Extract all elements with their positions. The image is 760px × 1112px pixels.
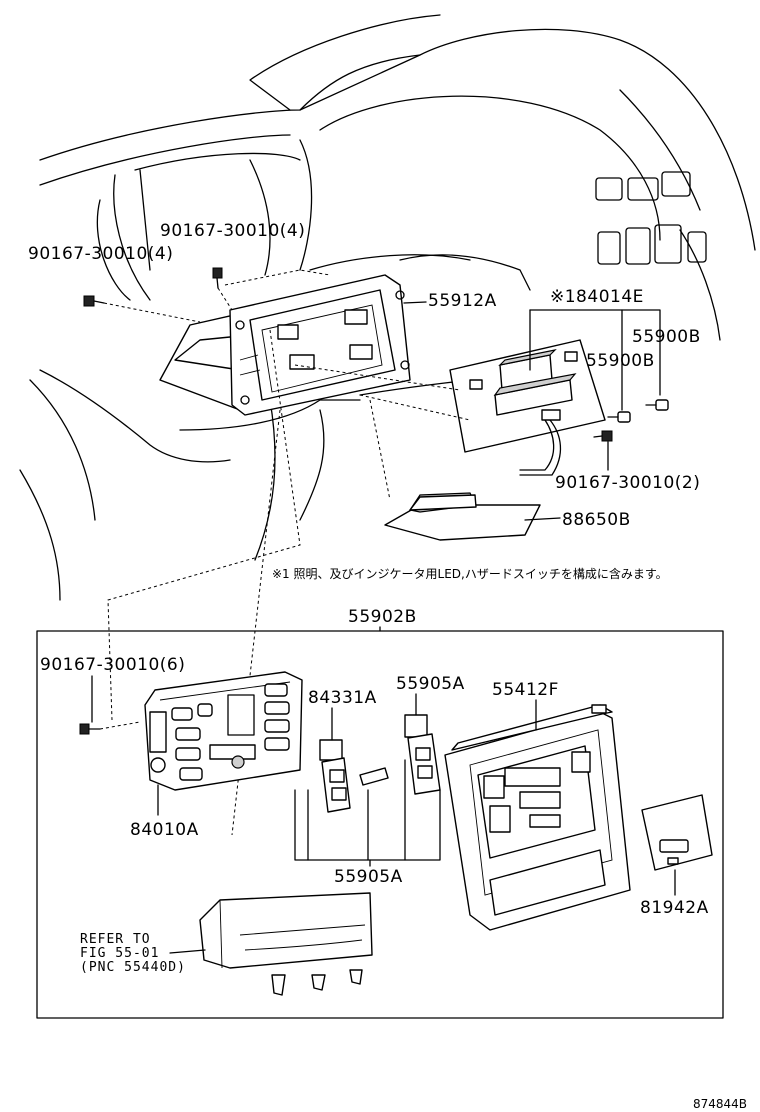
bolt-top-icon bbox=[212, 267, 223, 289]
label-55905A-bottom: 55905A bbox=[334, 867, 403, 887]
radio-unit bbox=[199, 892, 373, 996]
screw-icon bbox=[607, 411, 631, 423]
refer-line-2: FIG 55-01 bbox=[80, 946, 159, 961]
switch-body-84010A bbox=[144, 671, 303, 791]
bracket-55912A bbox=[159, 274, 411, 416]
label-bolt-6: 90167-30010(6) bbox=[40, 655, 185, 675]
label-84331A: 84331A bbox=[308, 688, 377, 708]
refer-line-3: (PNC 55440D) bbox=[80, 960, 186, 975]
refer-line-1: REFER TO bbox=[80, 932, 151, 947]
footnote: ※1 照明、及びインジケータ用LED,ハザードスイッチを構成に含みます。 bbox=[272, 566, 668, 581]
label-88650B: 88650B bbox=[562, 510, 631, 530]
label-bolt-4-left: 90167-30010(4) bbox=[28, 244, 173, 264]
label-55902B: 55902B bbox=[348, 607, 417, 627]
unit-88650B bbox=[384, 492, 561, 541]
screw-icon bbox=[645, 399, 669, 411]
label-84010A: 84010A bbox=[130, 820, 199, 840]
label-81942A: 81942A bbox=[640, 898, 709, 918]
drawing-number: 874844B bbox=[693, 1097, 747, 1111]
knob-84331A bbox=[319, 739, 389, 813]
label-bolt-2: 90167-30010(2) bbox=[555, 473, 700, 493]
knob-55905A bbox=[404, 714, 441, 795]
bolt-icon bbox=[593, 430, 613, 442]
label-55900B-right: 55900B bbox=[632, 327, 701, 347]
plate-81942A bbox=[641, 794, 713, 871]
bolt-left-icon bbox=[83, 295, 105, 307]
label-bolt-4-top: 90167-30010(4) bbox=[160, 221, 305, 241]
indicator-panel-84014E bbox=[449, 339, 606, 476]
cover-55412F bbox=[444, 704, 631, 931]
label-55912A: 55912A bbox=[428, 291, 497, 311]
dashboard-outline bbox=[19, 14, 756, 601]
label-55412F: 55412F bbox=[492, 680, 559, 700]
label-55905A-top: 55905A bbox=[396, 674, 465, 694]
label-84014E: ※184014E bbox=[550, 287, 644, 307]
label-55900B-panel: 55900B bbox=[586, 351, 655, 371]
assembly-box bbox=[36, 630, 724, 1019]
bolt-6-icon bbox=[79, 723, 101, 735]
